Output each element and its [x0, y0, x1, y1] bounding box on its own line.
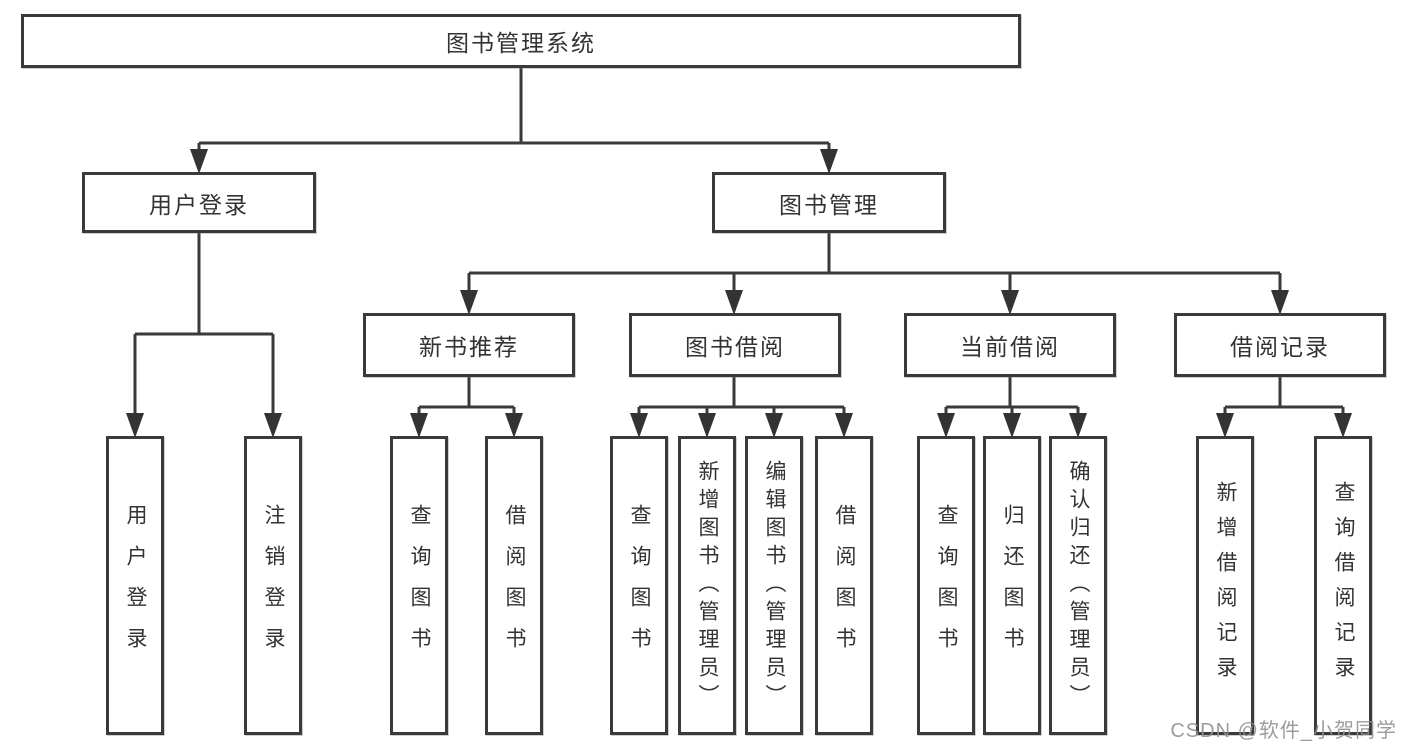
leaf-borrow-edit-book-admin: 编辑图书（管理员）: [745, 436, 803, 735]
node-root: 图书管理系统: [21, 14, 1021, 68]
leaf-current-query-book: 查询图书: [917, 436, 975, 735]
leaf-record-query-borrow-record: 查询借阅记录: [1314, 436, 1372, 735]
connector-borrow-record-children: [1216, 377, 1352, 438]
leaf-record-add-borrow-record: 新增借阅记录: [1196, 436, 1254, 735]
leaf-recommend-borrow-book: 借阅图书: [485, 436, 543, 735]
node-new-book-recommend: 新书推荐: [363, 313, 575, 377]
leaf-current-return-book: 归还图书: [983, 436, 1041, 735]
leaf-current-confirm-return-admin: 确认归还（管理员）: [1049, 436, 1107, 735]
connector-new-book-recommend-children: [410, 377, 523, 438]
leaf-borrow-query-book: 查询图书: [610, 436, 668, 735]
node-book-management: 图书管理: [712, 172, 946, 233]
node-borrow-record: 借阅记录: [1174, 313, 1386, 377]
connector-user-login-children: [126, 233, 282, 438]
leaf-recommend-query-book: 查询图书: [390, 436, 448, 735]
connector-current-borrow-children: [937, 377, 1087, 438]
leaf-borrow-borrow-book: 借阅图书: [815, 436, 873, 735]
connector-book-management-children: [460, 233, 1289, 315]
connector-root-to-level1: [190, 68, 838, 174]
node-book-borrow: 图书借阅: [629, 313, 841, 377]
leaf-logout: 注销登录: [244, 436, 302, 735]
leaf-borrow-add-book-admin: 新增图书（管理员）: [678, 436, 736, 735]
leaf-user-login: 用户登录: [106, 436, 164, 735]
csdn-watermark: CSDN @软件_小贺同学: [1170, 720, 1397, 742]
node-current-borrow: 当前借阅: [904, 313, 1116, 377]
node-user-login: 用户登录: [82, 172, 316, 233]
connector-book-borrow-children: [630, 377, 853, 438]
